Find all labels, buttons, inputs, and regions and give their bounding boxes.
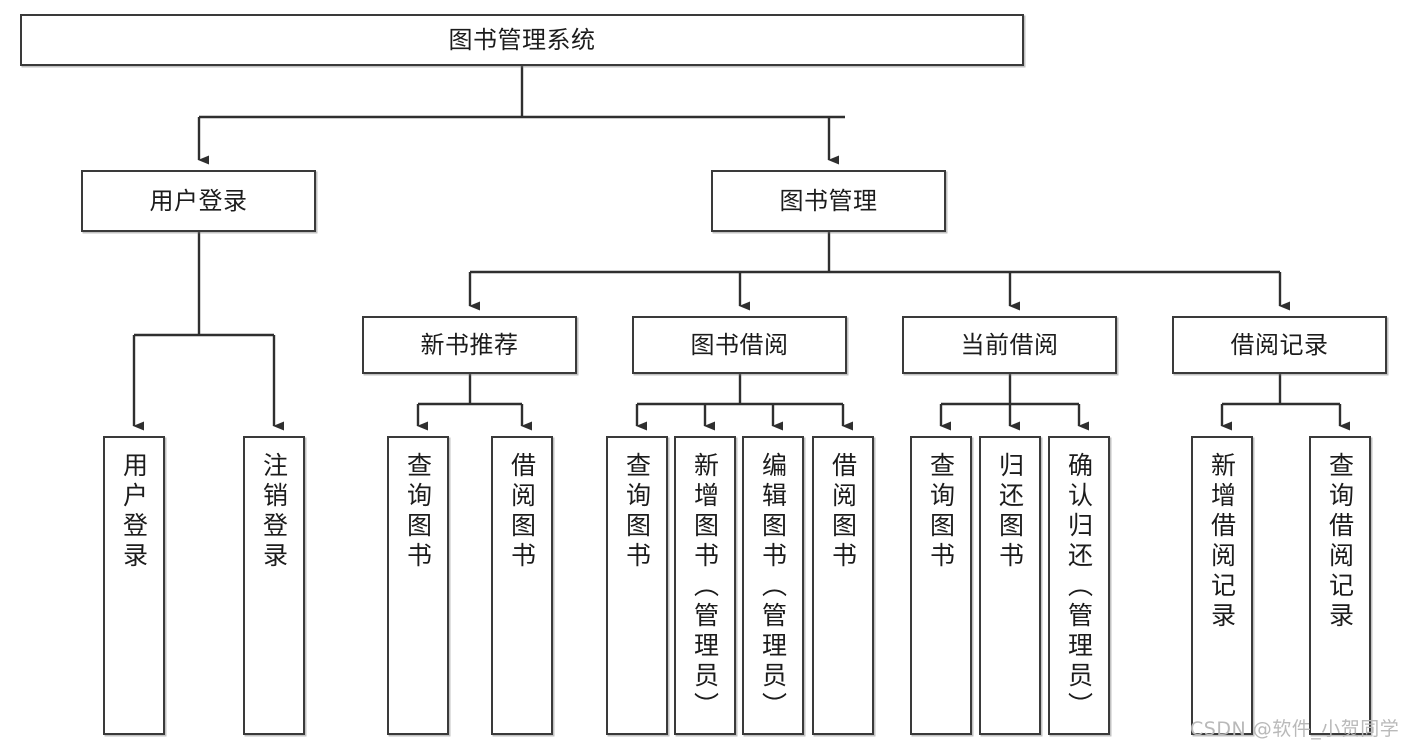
leaf-borrow-add-book[interactable]: 新增图书（管理员） [674, 436, 736, 735]
leaf-current-query-book-label: 查询图书 [926, 452, 956, 572]
node-borrow-record-label: 借阅记录 [1230, 330, 1329, 359]
leaf-current-return-book[interactable]: 归还图书 [979, 436, 1041, 735]
node-user-login[interactable]: 用户登录 [81, 170, 316, 232]
node-borrow-record[interactable]: 借阅记录 [1172, 316, 1387, 374]
leaf-record-add[interactable]: 新增借阅记录 [1191, 436, 1253, 735]
node-current-borrow-label: 当前借阅 [960, 330, 1059, 359]
node-book-borrow[interactable]: 图书借阅 [632, 316, 847, 374]
node-current-borrow[interactable]: 当前借阅 [902, 316, 1117, 374]
node-user-login-label: 用户登录 [149, 186, 248, 215]
leaf-borrow-edit-book[interactable]: 编辑图书（管理员） [742, 436, 804, 735]
leaf-new-book-query[interactable]: 查询图书 [387, 436, 449, 735]
node-root-system[interactable]: 图书管理系统 [20, 14, 1024, 66]
leaf-user-login-signin[interactable]: 用户登录 [103, 436, 165, 735]
leaf-user-login-signout[interactable]: 注销登录 [243, 436, 305, 735]
leaf-record-query-label: 查询借阅记录 [1325, 452, 1355, 632]
leaf-borrow-borrow-book[interactable]: 借阅图书 [812, 436, 874, 735]
leaf-borrow-add-book-label: 新增图书（管理员） [690, 452, 720, 722]
leaf-borrow-borrow-book-label: 借阅图书 [828, 452, 858, 572]
node-book-borrow-label: 图书借阅 [690, 330, 789, 359]
node-new-book-recommend[interactable]: 新书推荐 [362, 316, 577, 374]
leaf-current-confirm-return-label: 确认归还（管理员） [1064, 452, 1094, 722]
leaf-record-add-label: 新增借阅记录 [1207, 452, 1237, 632]
leaf-new-book-borrow-label: 借阅图书 [507, 452, 537, 572]
leaf-borrow-query-book-label: 查询图书 [622, 452, 652, 572]
leaf-new-book-borrow[interactable]: 借阅图书 [491, 436, 553, 735]
node-book-management-label: 图书管理 [779, 186, 878, 215]
leaf-new-book-query-label: 查询图书 [403, 452, 433, 572]
node-book-management[interactable]: 图书管理 [711, 170, 946, 232]
leaf-current-query-book[interactable]: 查询图书 [910, 436, 972, 735]
leaf-current-confirm-return[interactable]: 确认归还（管理员） [1048, 436, 1110, 735]
leaf-record-query[interactable]: 查询借阅记录 [1309, 436, 1371, 735]
leaf-user-login-signin-label: 用户登录 [119, 452, 149, 572]
leaf-borrow-query-book[interactable]: 查询图书 [606, 436, 668, 735]
leaf-current-return-book-label: 归还图书 [995, 452, 1025, 572]
node-root-system-label: 图书管理系统 [448, 25, 596, 54]
leaf-borrow-edit-book-label: 编辑图书（管理员） [758, 452, 788, 722]
node-new-book-recommend-label: 新书推荐 [420, 330, 519, 359]
csdn-watermark: CSDN @软件_小贺同学 [1190, 718, 1400, 740]
leaf-user-login-signout-label: 注销登录 [259, 452, 289, 572]
